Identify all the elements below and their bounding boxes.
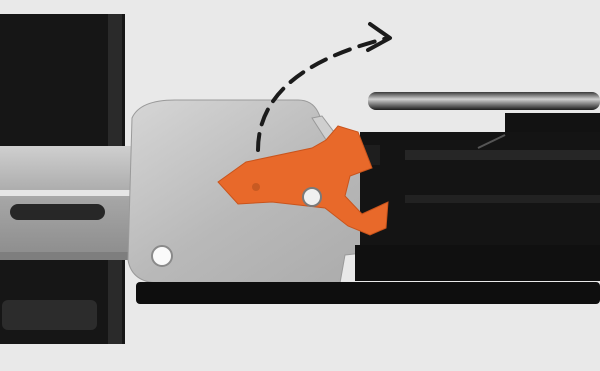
screw-hole-icon [152, 246, 172, 266]
latch-rivet [252, 183, 260, 191]
top-rod [368, 92, 600, 110]
bottom-bar [136, 282, 600, 304]
frame-slot [10, 204, 105, 220]
pivot-pin-icon [303, 188, 321, 206]
